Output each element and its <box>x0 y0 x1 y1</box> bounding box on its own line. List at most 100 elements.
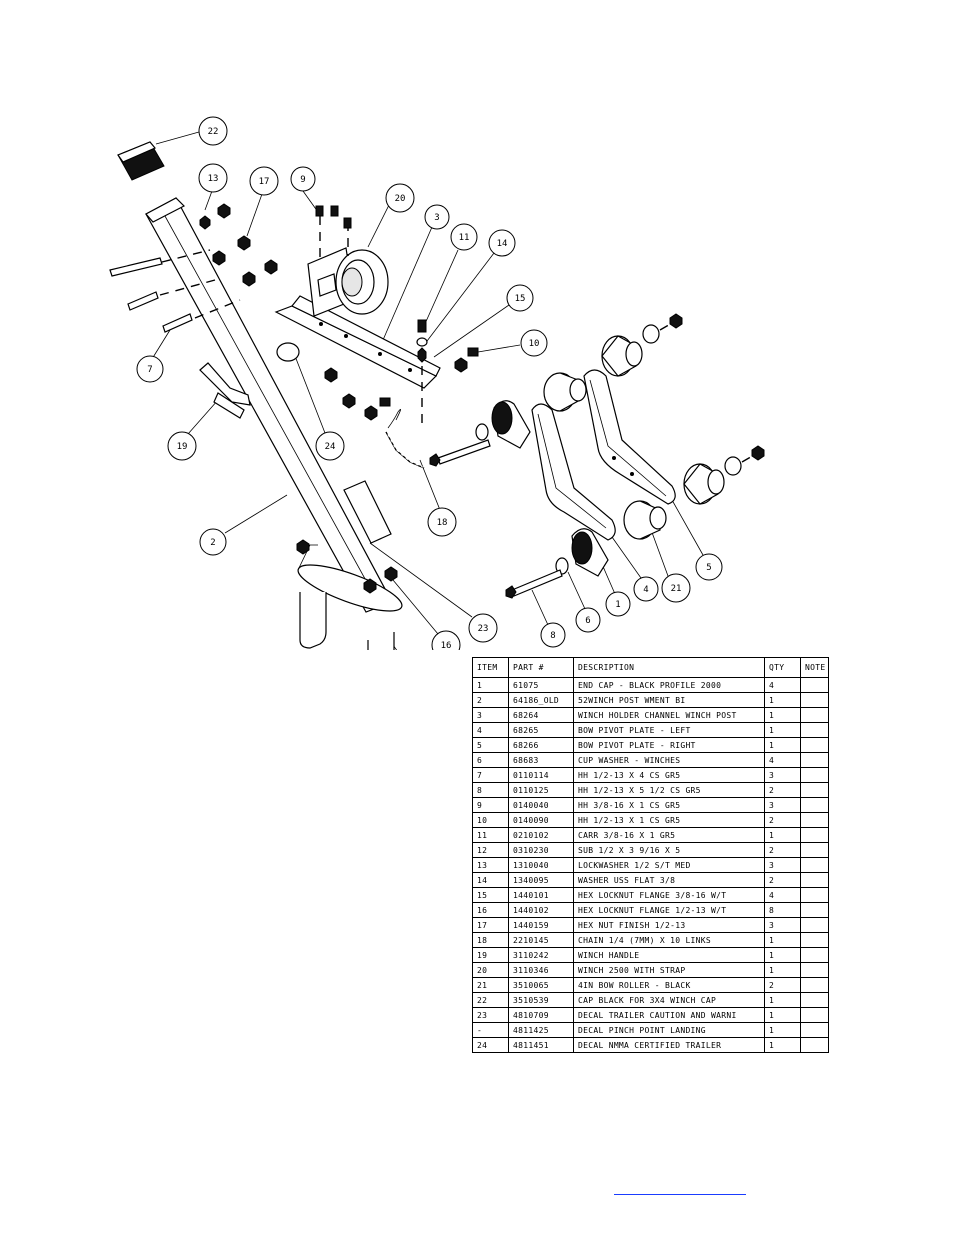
bom-cell-note <box>800 902 829 918</box>
bom-cell-item: 24 <box>472 1037 509 1053</box>
bom-cell-description: HH 1/2-13 X 1 CS GR5 <box>573 812 765 828</box>
balloon-19: 19 <box>167 431 197 461</box>
bom-cell-part: 3110242 <box>508 947 574 963</box>
bom-cell-description: CHAIN 1/4 (7MM) X 10 LINKS <box>573 932 765 948</box>
bom-cell-description: SUB 1/2 X 3 9/16 X 5 <box>573 842 765 858</box>
bom-cell-note <box>800 692 829 708</box>
bom-cell-note <box>800 752 829 768</box>
bom-cell-description: HEX NUT FINISH 1/2-13 <box>573 917 765 933</box>
channel-hardware-part <box>324 319 479 426</box>
bom-cell-qty: 1 <box>764 1022 801 1038</box>
bom-cell-item: 16 <box>472 902 509 918</box>
winch-channel-part <box>274 295 441 389</box>
bom-cell-qty: 2 <box>764 812 801 828</box>
bom-cell-qty: 2 <box>764 782 801 798</box>
balloon-15: 15 <box>506 284 534 312</box>
bom-cell-part: 0210102 <box>508 827 574 843</box>
bom-cell-part: 68266 <box>508 737 574 753</box>
bom-cell-description: WINCH HANDLE <box>573 947 765 963</box>
bom-cell-description: DECAL TRAILER CAUTION AND WARNI <box>573 1007 765 1023</box>
bom-cell-part: 1310040 <box>508 857 574 873</box>
bom-header-description: DESCRIPTION <box>573 657 765 678</box>
bom-header-row: ITEM PART # DESCRIPTION QTY NOTE <box>472 657 829 678</box>
svg-text:5: 5 <box>706 563 711 573</box>
winch-handle-part <box>199 362 251 419</box>
svg-text:3: 3 <box>434 213 439 223</box>
bom-cell-description: WINCH HOLDER CHANNEL WINCH POST <box>573 707 765 723</box>
bom-cell-note <box>800 767 829 783</box>
bom-cell-note <box>800 932 829 948</box>
svg-text:4: 4 <box>643 585 648 595</box>
bom-cell-part: 4810709 <box>508 1007 574 1023</box>
balloon-17: 17 <box>249 166 279 196</box>
leader-lines <box>151 131 704 650</box>
bom-cell-note <box>800 722 829 738</box>
bom-cell-note <box>800 782 829 798</box>
bom-cell-part: 3110346 <box>508 962 574 978</box>
svg-text:9: 9 <box>300 175 305 185</box>
svg-text:23: 23 <box>478 624 489 634</box>
bom-cell-part: 3510539 <box>508 992 574 1008</box>
bom-cell-note <box>800 1022 829 1038</box>
bom-cell-item: 22 <box>472 992 509 1008</box>
svg-text:8: 8 <box>550 631 555 641</box>
balloon-11: 11 <box>450 223 478 251</box>
bom-cell-qty: 1 <box>764 1007 801 1023</box>
bom-cell-description: DECAL PINCH POINT LANDING <box>573 1022 765 1038</box>
bom-cell-description: WASHER USS FLAT 3/8 <box>573 872 765 888</box>
bom-cell-note <box>800 1037 829 1053</box>
bom-cell-qty: 1 <box>764 692 801 708</box>
bom-cell-part: 0310230 <box>508 842 574 858</box>
bom-cell-item: 14 <box>472 872 509 888</box>
bom-cell-description: CAP BLACK FOR 3X4 WINCH CAP <box>573 992 765 1008</box>
bom-cell-qty: 1 <box>764 707 801 723</box>
footer-link-underline[interactable] <box>614 1183 746 1195</box>
balloon-14: 14 <box>488 229 516 257</box>
bom-cell-item: 8 <box>472 782 509 798</box>
nmma-decal-part <box>276 342 300 362</box>
balloon-3: 3 <box>424 204 450 230</box>
bom-cell-item: 23 <box>472 1007 509 1023</box>
bom-cell-description: END CAP - BLACK PROFILE 2000 <box>573 677 765 693</box>
post-bolts-part <box>109 203 278 333</box>
bom-cell-description: DECAL NMMA CERTIFIED TRAILER <box>573 1037 765 1053</box>
bom-cell-qty: 1 <box>764 962 801 978</box>
svg-text:2: 2 <box>210 538 215 548</box>
balloon-10: 10 <box>520 329 548 357</box>
bom-cell-note <box>800 977 829 993</box>
balloon-22: 22 <box>198 116 228 146</box>
bom-cell-part: 3510065 <box>508 977 574 993</box>
bom-cell-item: 13 <box>472 857 509 873</box>
bom-cell-item: 6 <box>472 752 509 768</box>
bom-cell-qty: 1 <box>764 992 801 1008</box>
bom-cell-note <box>800 737 829 753</box>
bom-header-qty: QTY <box>764 657 801 678</box>
winch-part <box>307 205 389 317</box>
balloon-7: 7 <box>136 355 164 383</box>
svg-text:21: 21 <box>671 584 682 594</box>
bom-cell-qty: 1 <box>764 827 801 843</box>
bom-cell-item: 21 <box>472 977 509 993</box>
balloon-6: 6 <box>575 607 601 633</box>
svg-text:6: 6 <box>585 616 590 626</box>
svg-text:16: 16 <box>441 641 452 650</box>
bow-rollers-part <box>543 335 725 540</box>
balloon-2: 2 <box>199 528 227 556</box>
bom-cell-description: CARR 3/8-16 X 1 GR5 <box>573 827 765 843</box>
winch-post-part <box>145 197 403 650</box>
bom-cell-note <box>800 992 829 1008</box>
